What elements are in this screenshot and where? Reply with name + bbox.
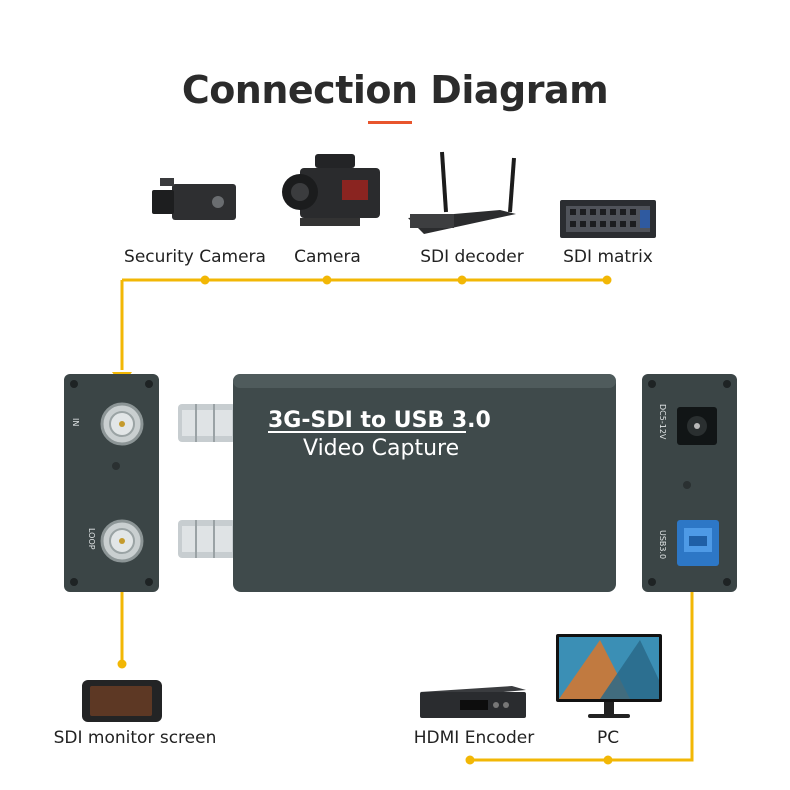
usb-port-label: USB3.0 bbox=[658, 530, 667, 560]
page-title: Connection Diagram bbox=[181, 68, 609, 112]
power-port-label: DC5-12V bbox=[658, 404, 667, 440]
device-model-text: 3G-SDI to USB 3.0 bbox=[268, 408, 491, 433]
pc-monitor-icon bbox=[556, 634, 662, 718]
sdi-monitor-label: SDI monitor screen bbox=[53, 728, 217, 748]
capture-device bbox=[178, 374, 616, 592]
in-port-label: IN bbox=[71, 418, 80, 427]
camera-label: Camera bbox=[294, 247, 361, 267]
pc-label: PC bbox=[596, 728, 620, 748]
sdi-monitor-icon bbox=[82, 680, 162, 722]
device-subtitle-text: Video Capture bbox=[303, 436, 460, 461]
left-panel bbox=[64, 374, 159, 592]
input-wire bbox=[112, 275, 612, 386]
sdi-matrix-icon bbox=[560, 200, 656, 238]
title-underline bbox=[368, 121, 412, 124]
security-camera-icon bbox=[152, 178, 236, 220]
security-camera-label: Security Camera bbox=[124, 247, 266, 267]
sdi-decoder-icon bbox=[408, 151, 516, 234]
sdi-matrix-label: SDI matrix bbox=[563, 247, 653, 267]
hdmi-encoder-icon bbox=[420, 686, 526, 718]
right-panel bbox=[642, 374, 737, 592]
sdi-decoder-label: SDI decoder bbox=[420, 247, 524, 267]
loop-port-label: LOOP bbox=[87, 528, 96, 550]
hdmi-encoder-label: HDMI Encoder bbox=[413, 728, 535, 748]
cinema-camera-icon bbox=[282, 154, 380, 226]
